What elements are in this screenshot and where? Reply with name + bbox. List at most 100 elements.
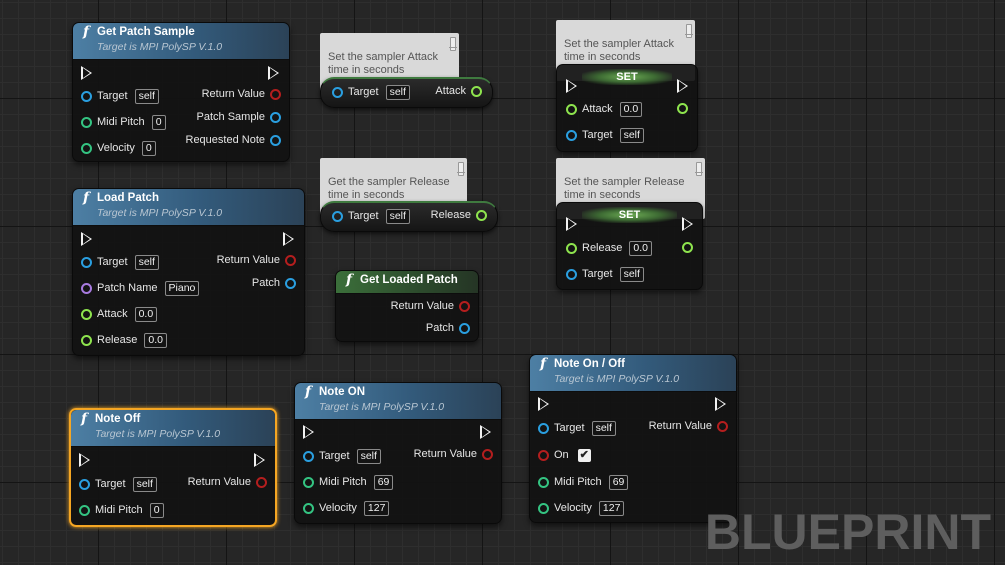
- exec-in-pin-icon[interactable]: [566, 79, 577, 93]
- exec-out-pin-icon[interactable]: [283, 232, 294, 246]
- return-value-pin-icon[interactable]: [270, 88, 281, 100]
- exec-out-pin-icon[interactable]: [682, 217, 693, 231]
- velocity-pin-icon[interactable]: [303, 502, 314, 514]
- exec-out-pin-icon[interactable]: [480, 425, 491, 439]
- target-field[interactable]: self: [619, 127, 644, 143]
- patch-name-field[interactable]: Piano: [164, 280, 200, 296]
- set-header: SET: [582, 207, 677, 223]
- attack-pin-icon[interactable]: [566, 103, 577, 115]
- node-title: Load Patch: [97, 192, 159, 204]
- release-output-pin-icon[interactable]: [682, 241, 693, 253]
- return-value-pin-icon[interactable]: [285, 254, 296, 266]
- return-value-pin-icon[interactable]: [482, 448, 493, 460]
- patch-pin-icon[interactable]: [285, 277, 296, 289]
- node-header[interactable]: f Note Off Target is MPI PolySP V.1.0: [71, 410, 275, 447]
- midi-pitch-pin-icon[interactable]: [81, 116, 92, 128]
- exec-in-pin-icon[interactable]: [566, 217, 577, 231]
- attack-output-pin-icon[interactable]: [471, 85, 482, 97]
- node-set-release[interactable]: SET Release 0.0 Target self: [556, 202, 703, 290]
- target-pin-icon[interactable]: [81, 90, 92, 102]
- target-pin-icon[interactable]: [79, 478, 90, 490]
- comment-pin-icon[interactable]: [449, 37, 457, 51]
- node-set-attack[interactable]: SET Attack 0.0 Target self: [556, 64, 698, 152]
- release-field[interactable]: 0.0: [144, 332, 167, 348]
- release-field[interactable]: 0.0: [629, 240, 652, 256]
- midi-pitch-pin-icon[interactable]: [79, 504, 90, 516]
- attack-pin-icon[interactable]: [81, 308, 92, 320]
- target-pin-icon[interactable]: [332, 86, 343, 98]
- blueprint-watermark: BLUEPRINT: [704, 504, 991, 560]
- comment-pin-icon[interactable]: [457, 162, 465, 176]
- patch-pin-icon[interactable]: [459, 322, 470, 334]
- target-field[interactable]: self: [385, 208, 410, 224]
- release-output-pin-icon[interactable]: [476, 209, 487, 221]
- exec-in-pin-icon[interactable]: [81, 66, 92, 80]
- exec-out-pin-icon[interactable]: [254, 453, 265, 467]
- target-pin-icon[interactable]: [538, 422, 549, 434]
- attack-output-pin-icon[interactable]: [677, 102, 688, 114]
- patch-name-pin-icon[interactable]: [81, 282, 92, 294]
- target-field[interactable]: self: [591, 420, 616, 436]
- target-pin-icon[interactable]: [566, 268, 577, 280]
- exec-in-pin-icon[interactable]: [81, 232, 92, 246]
- patch-sample-pin-icon[interactable]: [270, 111, 281, 123]
- patch-label: Patch: [425, 322, 454, 334]
- node-header[interactable]: f Note On / Off Target is MPI PolySP V.1…: [530, 355, 736, 392]
- exec-in-pin-icon[interactable]: [79, 453, 90, 467]
- attack-field[interactable]: 0.0: [134, 306, 158, 322]
- target-pin-icon[interactable]: [303, 450, 314, 462]
- node-header[interactable]: f Get Loaded Patch: [336, 271, 478, 294]
- node-get-patch-sample[interactable]: f Get Patch Sample Target is MPI PolySP …: [72, 22, 290, 162]
- target-pin-icon[interactable]: [81, 256, 92, 268]
- node-header[interactable]: f Load Patch Target is MPI PolySP V.1.0: [73, 189, 304, 226]
- exec-in-pin-icon[interactable]: [538, 397, 549, 411]
- comment-pin-icon[interactable]: [685, 24, 693, 38]
- target-field[interactable]: self: [619, 266, 644, 282]
- target-field[interactable]: self: [385, 84, 410, 100]
- target-field[interactable]: self: [356, 448, 381, 464]
- velocity-field[interactable]: 0: [141, 140, 156, 156]
- node-header[interactable]: f Note ON Target is MPI PolySP V.1.0: [295, 383, 501, 420]
- requested-note-pin-icon[interactable]: [270, 134, 281, 146]
- exec-out-pin-icon[interactable]: [268, 66, 279, 80]
- node-load-patch[interactable]: f Load Patch Target is MPI PolySP V.1.0 …: [72, 188, 305, 356]
- release-pin-icon[interactable]: [81, 334, 92, 346]
- target-pin-icon[interactable]: [332, 210, 343, 222]
- on-checkbox[interactable]: ✔: [577, 448, 591, 462]
- node-header[interactable]: f Get Patch Sample Target is MPI PolySP …: [73, 23, 289, 60]
- node-get-attack[interactable]: Target self Attack: [320, 77, 493, 108]
- return-value-pin-icon[interactable]: [717, 420, 728, 432]
- target-pin-icon[interactable]: [566, 129, 577, 141]
- velocity-field[interactable]: 127: [598, 500, 625, 516]
- exec-in-pin-icon[interactable]: [303, 425, 314, 439]
- return-value-pin-icon[interactable]: [256, 476, 267, 488]
- node-note-on[interactable]: f Note ON Target is MPI PolySP V.1.0 Tar…: [294, 382, 502, 524]
- node-note-on-off[interactable]: f Note On / Off Target is MPI PolySP V.1…: [529, 354, 737, 523]
- exec-out-pin-icon[interactable]: [677, 79, 688, 93]
- release-pin-icon[interactable]: [566, 242, 577, 254]
- velocity-pin-icon[interactable]: [538, 502, 549, 514]
- target-field[interactable]: self: [134, 254, 159, 270]
- comment-pin-icon[interactable]: [695, 162, 703, 176]
- midi-pitch-pin-icon[interactable]: [303, 476, 314, 488]
- node-get-loaded-patch[interactable]: f Get Loaded Patch Return Value Patch: [335, 270, 479, 342]
- node-get-release[interactable]: Target self Release: [320, 201, 498, 232]
- return-value-pin-icon[interactable]: [459, 300, 470, 312]
- function-icon: f: [540, 356, 547, 372]
- velocity-pin-icon[interactable]: [81, 142, 92, 154]
- node-title: Note Off: [95, 413, 141, 425]
- on-pin-icon[interactable]: [538, 449, 549, 461]
- attack-field[interactable]: 0.0: [619, 101, 643, 117]
- midi-pitch-pin-icon[interactable]: [538, 476, 549, 488]
- midi-pitch-field[interactable]: 69: [373, 474, 394, 490]
- midi-pitch-field[interactable]: 69: [608, 474, 629, 490]
- node-subtitle: Target is MPI PolySP V.1.0: [95, 428, 221, 440]
- midi-pitch-field[interactable]: 0: [151, 114, 166, 130]
- return-value-label: Return Value: [413, 448, 477, 460]
- target-field[interactable]: self: [134, 88, 159, 104]
- midi-pitch-field[interactable]: 0: [149, 502, 164, 518]
- target-field[interactable]: self: [132, 476, 157, 492]
- exec-out-pin-icon[interactable]: [715, 397, 726, 411]
- node-note-off[interactable]: f Note Off Target is MPI PolySP V.1.0 Ta…: [69, 408, 277, 527]
- velocity-field[interactable]: 127: [363, 500, 390, 516]
